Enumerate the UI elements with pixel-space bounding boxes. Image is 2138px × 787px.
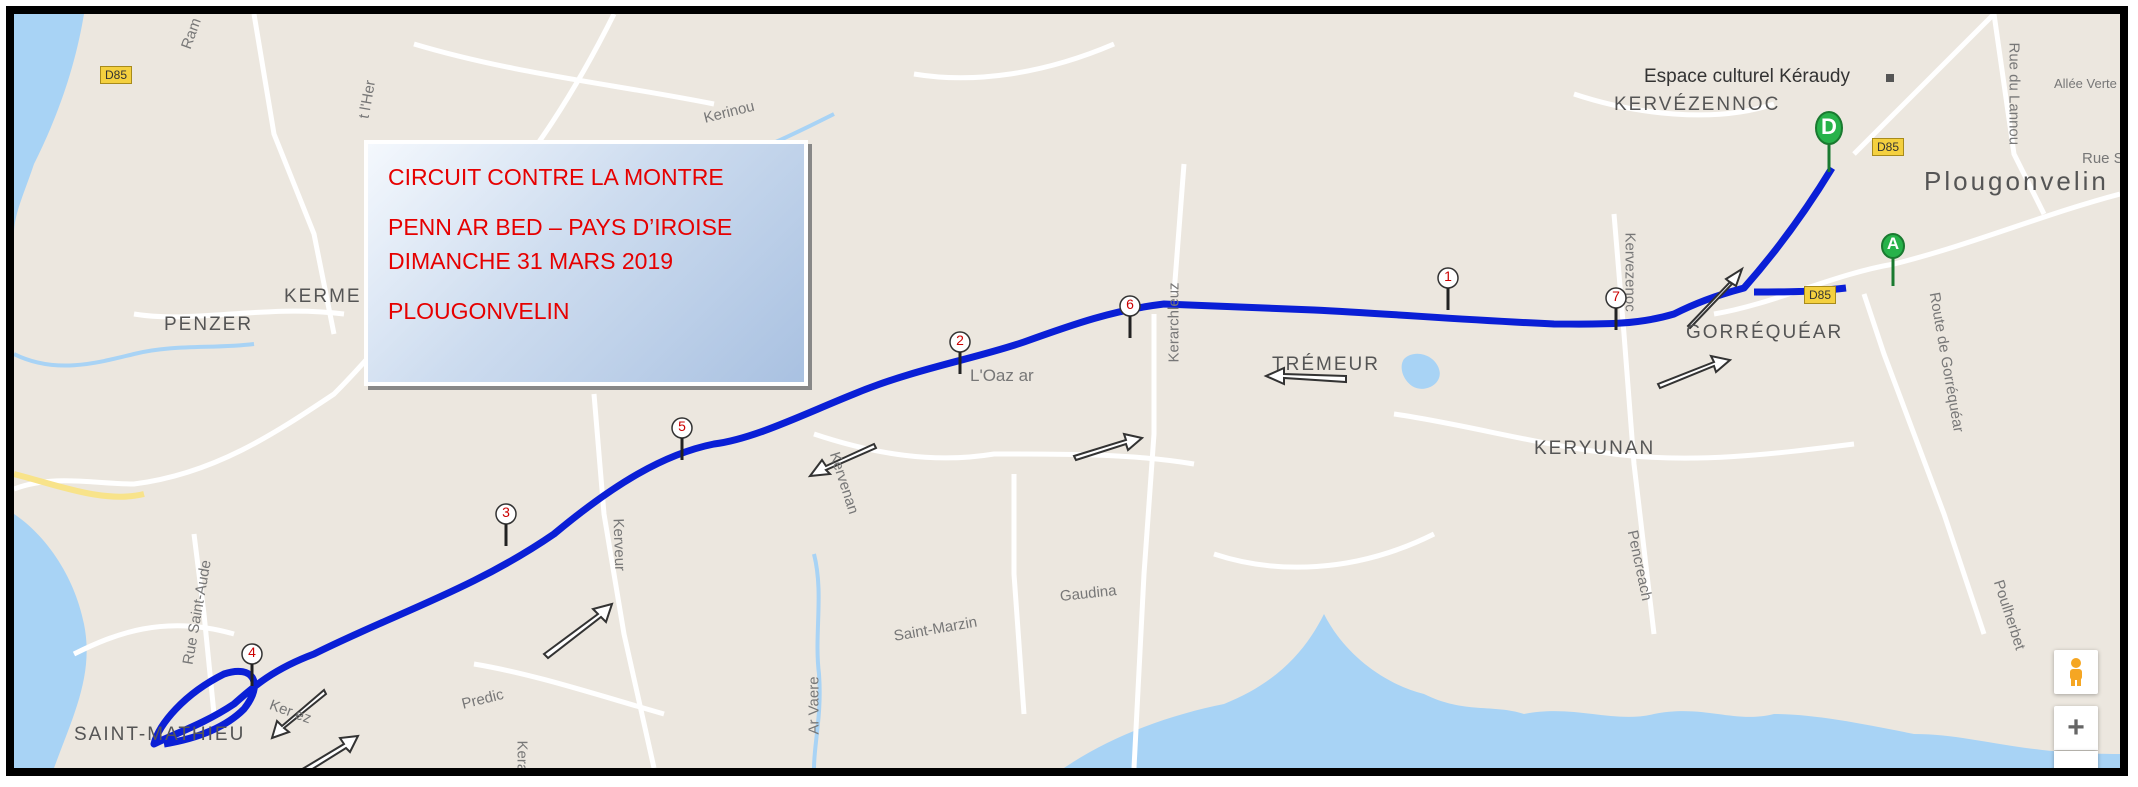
checkpoint-label-6: 6	[1126, 296, 1134, 312]
checkpoint-marker-4[interactable]: 4	[240, 642, 264, 686]
checkpoint-label-3: 3	[502, 504, 510, 520]
zoom-out-button[interactable]: −	[2054, 751, 2098, 768]
start-marker-label: D	[1821, 114, 1837, 139]
road-shield-d85-east: D85	[1872, 138, 1905, 156]
checkpoint-label-2: 2	[956, 332, 964, 348]
pond-tremeur	[1401, 353, 1440, 389]
road-shield-d85-west: D85	[100, 66, 133, 84]
arrow-1	[1686, 266, 1744, 330]
place-gorrequear: GORRÉQUÉAR	[1686, 322, 1844, 343]
place-kervezennoc: KERVÉZENNOC	[1614, 94, 1781, 115]
event-title: CIRCUIT CONTRE LA MONTRE	[388, 164, 724, 190]
arrow-3	[1263, 366, 1347, 386]
checkpoint-label-5: 5	[678, 418, 686, 434]
street-allee-verte: Allée Verte	[2054, 76, 2117, 91]
arrow-8	[302, 734, 360, 768]
checkpoint-label-7: 7	[1612, 288, 1620, 304]
place-plougonvelin: Plougonvelin	[1924, 166, 2109, 196]
place-keryunan: KERYUNAN	[1534, 438, 1656, 459]
arrow-6	[542, 602, 614, 660]
arrow-2	[1656, 354, 1733, 390]
road-network	[14, 14, 2120, 768]
water-west-bottom	[14, 514, 87, 768]
place-saint-mathieu: SAINT-MATHIEU	[74, 724, 246, 745]
water-west-top	[14, 14, 84, 234]
street-oaz-ar: L'Oaz ar	[970, 366, 1034, 385]
place-tremeur: TRÉMEUR	[1272, 354, 1380, 375]
race-route	[150, 166, 1847, 748]
street-view-pegman-icon[interactable]	[2054, 650, 2098, 694]
checkpoint-marker-1[interactable]: 1	[1436, 266, 1460, 310]
direction-arrows	[270, 266, 1744, 768]
event-info-box: CIRCUIT CONTRE LA MONTRE PENN AR BED – P…	[364, 140, 808, 386]
checkpoint-label-1: 1	[1444, 268, 1452, 284]
place-penzer: PENZER	[164, 314, 254, 335]
start-marker[interactable]: D	[1814, 110, 1844, 174]
checkpoint-label-4: 4	[248, 644, 256, 660]
poi-espace-culturel: Espace culturel Kéraudy	[1644, 66, 1850, 87]
street-keraere: Keraere	[513, 740, 531, 776]
street-ar-vaere: Ar Vaere	[805, 676, 823, 735]
road-shield-d85-gorrequear: D85	[1804, 286, 1837, 304]
arrow-7	[270, 688, 328, 740]
map-canvas[interactable]	[14, 14, 2120, 768]
water-south-bay	[1064, 614, 2120, 768]
event-town: PLOUGONVELIN	[388, 298, 570, 324]
road-d85	[14, 471, 145, 500]
checkpoint-marker-2[interactable]: 2	[948, 330, 972, 374]
event-date: DIMANCHE 31 MARS 2019	[388, 248, 674, 274]
arrow-5	[807, 442, 878, 478]
checkpoint-marker-7[interactable]: 7	[1604, 286, 1628, 330]
checkpoint-marker-6[interactable]: 6	[1118, 294, 1142, 338]
place-kermeur: KERME	[284, 286, 362, 307]
street-kerarchleuz: Kerarchleuz	[1165, 282, 1183, 363]
street-kerveur: Kerveur	[609, 518, 629, 572]
street-rue-s: Rue S	[2082, 150, 2124, 167]
poi-square-icon	[1886, 74, 1894, 82]
checkpoint-marker-3[interactable]: 3	[494, 502, 518, 546]
event-name: PENN AR BED – PAYS D’IROISE	[388, 214, 733, 240]
finish-marker-label: A	[1886, 234, 1900, 253]
finish-marker[interactable]: A	[1880, 232, 1906, 288]
zoom-in-button[interactable]: +	[2054, 706, 2098, 750]
checkpoint-marker-5[interactable]: 5	[670, 416, 694, 460]
street-rue-du-lannou: Rue du Lannou	[2005, 42, 2023, 146]
stream-south	[812, 553, 822, 768]
arrow-4	[1072, 432, 1145, 462]
stream-west	[14, 342, 255, 368]
map-frame[interactable]: KERVÉZENNOC Plougonvelin GORRÉQUÉAR KERY…	[6, 6, 2128, 776]
